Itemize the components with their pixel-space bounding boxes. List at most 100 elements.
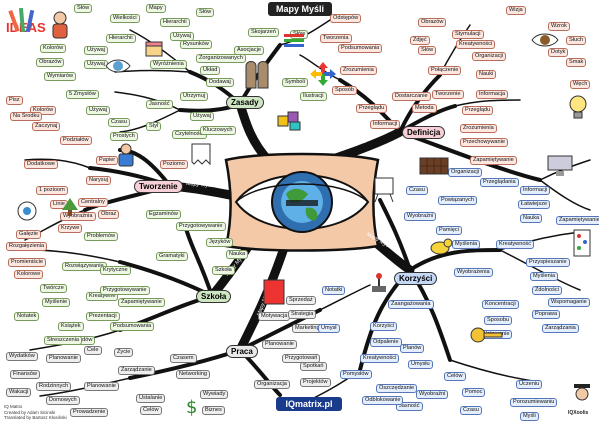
leaf-label[interactable]: Czasu xyxy=(406,186,428,195)
leaf-label[interactable]: Zapamiętywanie xyxy=(470,156,517,165)
leaf-label[interactable]: Symboli xyxy=(282,78,308,87)
leaf-label[interactable]: Używaj xyxy=(170,32,195,41)
leaf-label[interactable]: Tworzenia xyxy=(320,34,352,43)
leaf-label[interactable]: Uczeniu xyxy=(516,380,543,389)
leaf-label[interactable]: Dodatkowe xyxy=(24,160,58,169)
leaf-label[interactable]: Zdolności xyxy=(532,286,562,295)
leaf-label[interactable]: Porozumiewaniu xyxy=(510,398,558,407)
leaf-label[interactable]: Słów xyxy=(418,46,437,55)
leaf-label[interactable]: Wyobraźni xyxy=(416,390,449,399)
leaf-label[interactable]: Przygotowań xyxy=(282,354,321,363)
leaf-label[interactable]: Odpalenie xyxy=(370,338,402,347)
leaf-label[interactable]: Projektów xyxy=(300,378,331,387)
leaf-label[interactable]: Na Środku xyxy=(10,112,43,121)
leaf-label[interactable]: Zorganizowanych xyxy=(196,54,246,63)
leaf-label[interactable]: Korzyści xyxy=(370,322,398,331)
leaf-label[interactable]: Kluczowych xyxy=(200,126,236,135)
leaf-label[interactable]: Słuch xyxy=(566,36,586,45)
leaf-label[interactable]: Rodzinnych xyxy=(36,382,72,391)
leaf-label[interactable]: Mapy xyxy=(146,4,166,13)
leaf-label[interactable]: Wizja xyxy=(506,6,526,15)
leaf-label[interactable]: Celów xyxy=(140,406,162,415)
leaf-label[interactable]: Wyobrażenia xyxy=(454,268,493,277)
leaf-label[interactable]: Umysłu xyxy=(408,360,433,369)
leaf-label[interactable]: Ilustracji xyxy=(300,92,327,101)
leaf-label[interactable]: Dotyk xyxy=(548,48,569,57)
leaf-label[interactable]: Notatki xyxy=(322,286,346,295)
leaf-label[interactable]: Informacji xyxy=(370,120,401,129)
leaf-label[interactable]: Informacji xyxy=(520,186,551,195)
leaf-label[interactable]: Przeglądu xyxy=(356,104,388,113)
main-node-korzysci[interactable]: Korzyści xyxy=(394,272,438,285)
leaf-label[interactable]: Planów xyxy=(400,344,425,353)
leaf-label[interactable]: Spotkań xyxy=(300,362,327,371)
leaf-label[interactable]: Myśli xyxy=(520,412,539,421)
leaf-label[interactable]: Asocjacje xyxy=(234,46,264,55)
leaf-label[interactable]: Krzywe xyxy=(58,224,83,233)
leaf-label[interactable]: Krytyczne xyxy=(100,266,131,275)
leaf-label[interactable]: Jasność xyxy=(146,100,173,109)
leaf-label[interactable]: Pomoc xyxy=(462,388,486,397)
leaf-label[interactable]: Pomysłów xyxy=(340,370,372,379)
leaf-label[interactable]: Myślenia xyxy=(530,272,559,281)
leaf-label[interactable]: Zaangażowania xyxy=(388,300,434,309)
leaf-label[interactable]: Wspomaganie xyxy=(548,298,590,307)
leaf-label[interactable]: Hierarchii xyxy=(160,18,190,27)
leaf-label[interactable]: Podsumowania xyxy=(110,322,155,331)
leaf-label[interactable]: Pamięci xyxy=(436,226,462,235)
leaf-label[interactable]: Zapamiętywanie xyxy=(118,298,165,307)
leaf-label[interactable]: Czasu xyxy=(108,118,130,127)
leaf-label[interactable]: Kreatywności xyxy=(360,354,400,363)
leaf-label[interactable]: Obraz xyxy=(98,210,120,219)
leaf-label[interactable]: Kolorów xyxy=(40,44,67,53)
leaf-label[interactable]: Wyobraźni xyxy=(404,212,437,221)
leaf-label[interactable]: Twórcze xyxy=(40,284,67,293)
leaf-label[interactable]: Poprawa xyxy=(532,310,561,319)
main-node-praca[interactable]: Praca xyxy=(226,345,258,358)
leaf-label[interactable]: Zapamiętywanie xyxy=(556,216,599,225)
leaf-label[interactable]: Rysunków xyxy=(180,40,212,49)
leaf-label[interactable]: Kreatywność xyxy=(496,240,535,249)
leaf-label[interactable]: Ustalanie xyxy=(136,394,166,403)
leaf-label[interactable]: Słów xyxy=(74,4,93,13)
leaf-label[interactable]: Przygotowywanie xyxy=(176,222,226,231)
leaf-label[interactable]: Podsumowania xyxy=(338,44,383,53)
leaf-label[interactable]: Odblokowanie xyxy=(362,396,404,405)
leaf-label[interactable]: Umysł xyxy=(318,324,340,333)
leaf-label[interactable]: Planowanie xyxy=(46,354,81,363)
leaf-label[interactable]: Wakacji xyxy=(6,388,32,397)
leaf-label[interactable]: Skojarzeń xyxy=(248,28,279,37)
main-node-szkola[interactable]: Szkoła xyxy=(196,290,232,303)
leaf-label[interactable]: Wielkości xyxy=(110,14,140,23)
leaf-label[interactable]: Planowanie xyxy=(262,340,297,349)
leaf-label[interactable]: Obrazów xyxy=(36,58,65,67)
leaf-label[interactable]: Podziałów xyxy=(60,136,92,145)
leaf-label[interactable]: Prowadzenie xyxy=(70,408,109,417)
leaf-label[interactable]: Węch xyxy=(570,80,591,89)
leaf-label[interactable]: Wydatków xyxy=(6,352,38,361)
leaf-label[interactable]: Wyobraźnia xyxy=(60,212,96,221)
leaf-label[interactable]: Używaj xyxy=(190,112,215,121)
leaf-label[interactable]: Streszczenia xyxy=(44,336,83,345)
leaf-label[interactable]: Planowanie xyxy=(84,382,119,391)
leaf-label[interactable]: Smak xyxy=(566,58,587,67)
leaf-label[interactable]: Centralny xyxy=(78,198,108,207)
leaf-label[interactable]: Pisz xyxy=(6,96,23,105)
leaf-label[interactable]: Prostych xyxy=(110,132,138,141)
leaf-label[interactable]: Kolorów xyxy=(30,106,57,115)
leaf-label[interactable]: Przechowywanie xyxy=(460,138,508,147)
leaf-label[interactable]: Organizacji xyxy=(448,168,482,177)
leaf-label[interactable]: Zarządzania xyxy=(542,324,579,333)
leaf-label[interactable]: Kolorowe xyxy=(14,270,44,279)
leaf-label[interactable]: Utrzymuj xyxy=(180,92,209,101)
leaf-label[interactable]: Sposobu xyxy=(484,316,513,325)
leaf-label[interactable]: Słów xyxy=(196,8,215,17)
leaf-label[interactable]: Biznes xyxy=(202,406,225,415)
leaf-label[interactable]: Informacja xyxy=(476,90,509,99)
leaf-label[interactable]: Wyróżnienia xyxy=(150,60,187,69)
leaf-label[interactable]: Stymulacji xyxy=(452,30,484,39)
leaf-label[interactable]: Wywiady xyxy=(200,390,229,399)
leaf-label[interactable]: Cele xyxy=(84,346,102,355)
leaf-label[interactable]: Myślenia xyxy=(452,240,481,249)
leaf-label[interactable]: Zrozumienia xyxy=(340,66,377,75)
